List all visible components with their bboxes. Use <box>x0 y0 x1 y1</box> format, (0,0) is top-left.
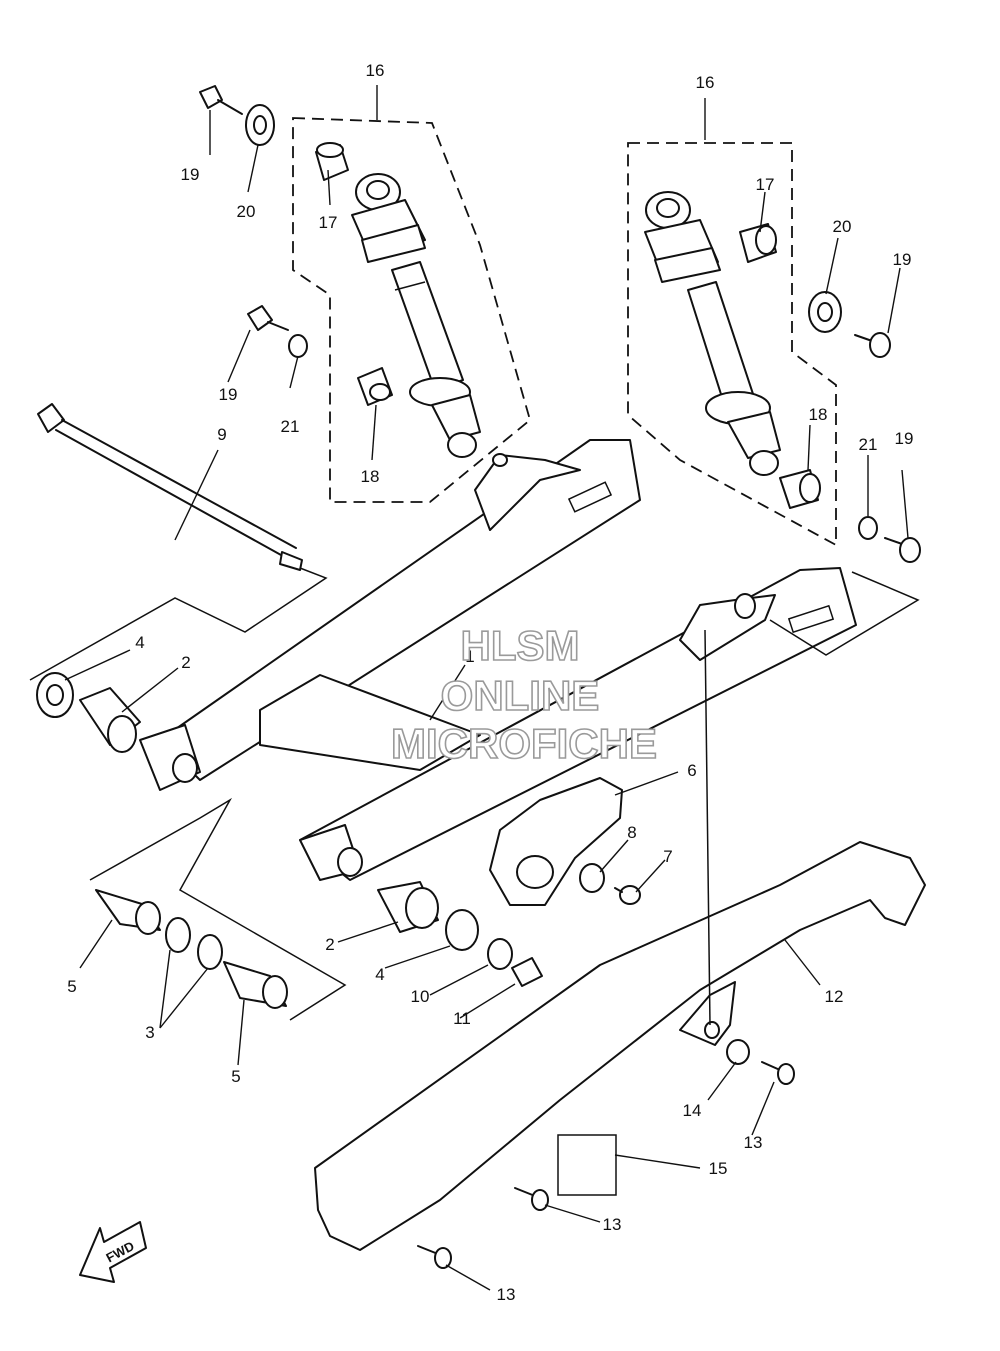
callout-13-bottom: 13 <box>497 1285 516 1304</box>
guide-box-left-bushings <box>89 797 347 1021</box>
group-box-left-shock <box>292 117 532 503</box>
washer-21-right <box>858 516 878 540</box>
callout-18-left: 18 <box>361 467 380 486</box>
callout-13-right: 13 <box>744 1133 763 1152</box>
callout-2-upper: 2 <box>181 653 190 672</box>
left-shock-absorber <box>351 173 481 458</box>
bolt-7 <box>614 885 641 905</box>
chain-case-12 <box>314 841 926 1251</box>
callout-21-left: 21 <box>281 417 300 436</box>
bolt-19-lower-right <box>884 537 921 563</box>
washer-10 <box>487 938 513 970</box>
bolt-13-right <box>761 1061 795 1085</box>
callout-11: 11 <box>453 1009 471 1028</box>
bolt-19-mid-left <box>247 305 289 331</box>
chain-case-mount-leader <box>704 629 711 1026</box>
washer-21-left <box>288 334 308 358</box>
watermark-line-2: ONLINE <box>441 672 600 719</box>
callout-14: 14 <box>683 1101 702 1120</box>
callout-10: 10 <box>411 987 430 1006</box>
callout-1: 1 <box>465 647 474 666</box>
seal-3b <box>197 934 223 970</box>
callout-4-upper: 4 <box>135 633 144 652</box>
callout-20-left: 20 <box>237 202 256 221</box>
callout-5-left: 5 <box>67 977 76 996</box>
callout-5-right: 5 <box>231 1067 240 1086</box>
bolt-13-bottom <box>417 1245 452 1269</box>
nut-11 <box>511 957 543 987</box>
callout-9: 9 <box>217 425 226 444</box>
callout-15: 15 <box>709 1159 728 1178</box>
label-15 <box>557 1134 617 1196</box>
right-shock-absorber <box>644 191 781 476</box>
callout-19-upper-right: 19 <box>893 250 912 269</box>
callout-21-right: 21 <box>859 435 878 454</box>
callout-7: 7 <box>663 847 672 866</box>
callout-18-right: 18 <box>809 405 828 424</box>
pivot-shaft-dash-guide <box>29 567 328 681</box>
callout-17-right: 17 <box>756 175 775 194</box>
fwd-arrow: FWD <box>79 1221 147 1283</box>
callout-8: 8 <box>627 823 636 842</box>
bolt-13-mid <box>514 1187 549 1211</box>
leader-lines <box>64 85 909 1291</box>
callout-3: 3 <box>145 1023 154 1042</box>
callout-2-lower: 2 <box>325 935 334 954</box>
callout-20-right: 20 <box>833 217 852 236</box>
callout-17-left: 17 <box>319 213 338 232</box>
callout-6: 6 <box>687 761 696 780</box>
bushing-18-right-end <box>799 473 821 503</box>
washer-14 <box>726 1039 750 1065</box>
callout-19-lower-right: 19 <box>895 429 914 448</box>
callout-16-right: 16 <box>696 73 715 92</box>
bolt-19-upper-right <box>854 332 891 358</box>
bushing-17-left-end <box>316 142 344 158</box>
bearing-4-lower <box>445 909 479 951</box>
callout-19-mid-left: 19 <box>219 385 238 404</box>
seal-3a <box>165 917 191 953</box>
swingarm-1 <box>139 439 857 881</box>
callout-4-lower: 4 <box>375 965 384 984</box>
watermark-line-3: MICROFICHE <box>391 720 657 767</box>
plate-8 <box>579 863 605 893</box>
group-box-right-shock <box>627 142 837 547</box>
callout-16-left: 16 <box>366 61 385 80</box>
callout-12: 12 <box>825 987 844 1006</box>
bushing-17-right-end <box>755 225 777 255</box>
callout-13-mid: 13 <box>603 1215 622 1234</box>
watermark: HLSM ONLINE MICROFICHE <box>390 621 658 768</box>
swingarm-dash-guide-right <box>769 571 920 656</box>
watermark-line-1: HLSM <box>461 622 580 669</box>
bushing-18-left-end <box>369 383 391 401</box>
pivot-shaft-9 <box>37 403 303 571</box>
callout-labels: 16 16 19 20 17 19 21 18 9 4 2 1 6 8 7 5 … <box>67 61 913 1304</box>
callout-19-top-left: 19 <box>181 165 200 184</box>
chain-case-bracket <box>679 981 736 1046</box>
bolt-19-top-left <box>199 85 243 115</box>
